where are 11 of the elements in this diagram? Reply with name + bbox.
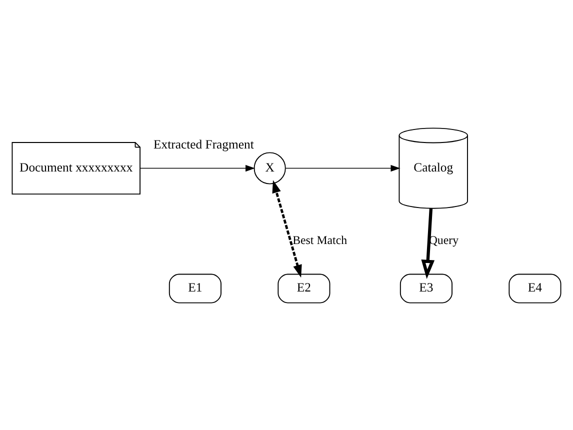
node-box: E1 — [168, 273, 222, 303]
arrow — [285, 164, 400, 172]
node-circle: X — [254, 152, 286, 184]
arrow — [272, 180, 302, 278]
node-box: E3 — [400, 273, 452, 303]
arrow — [140, 164, 256, 172]
node-label: Extracted Fragment — [153, 136, 254, 151]
node-box: E4 — [508, 273, 562, 303]
edge-label: Best Match — [292, 232, 348, 247]
node-box: E2 — [278, 273, 330, 303]
arrow — [421, 208, 435, 278]
